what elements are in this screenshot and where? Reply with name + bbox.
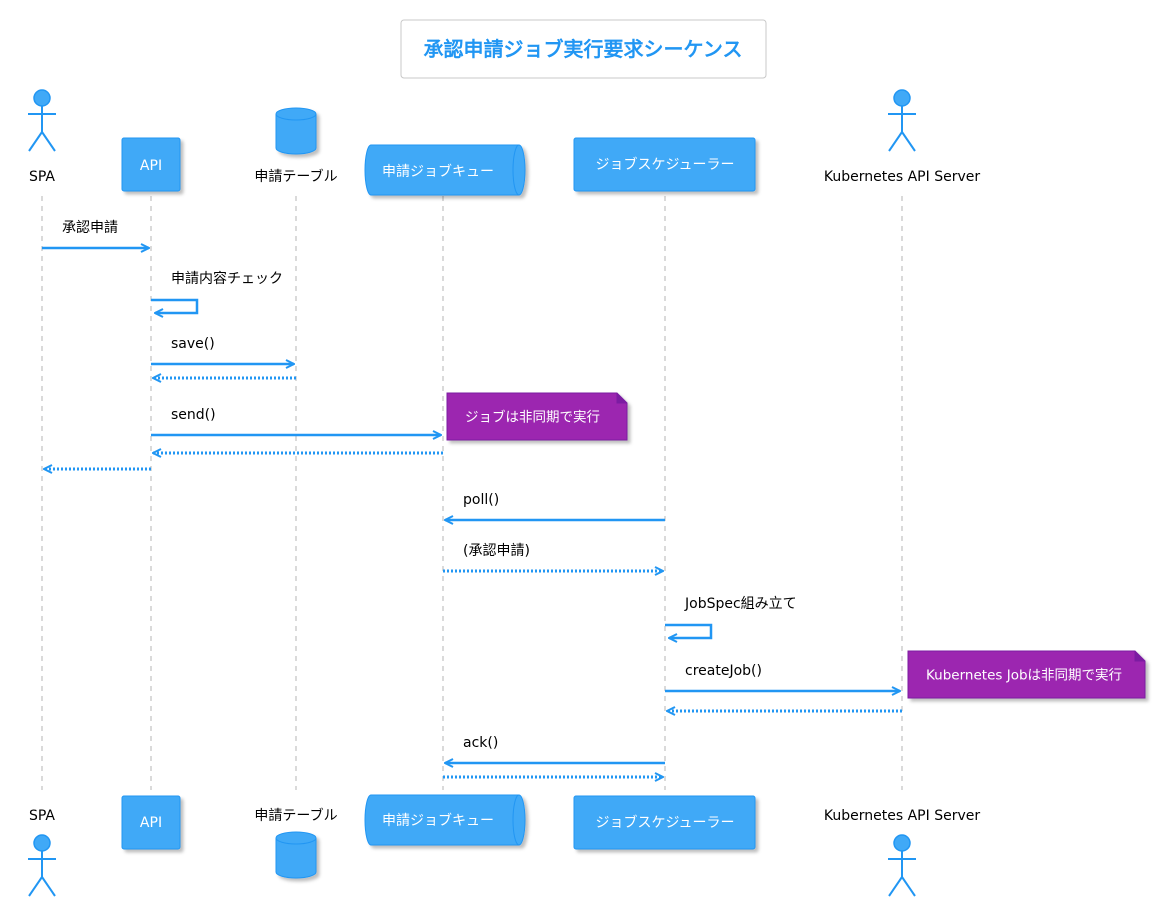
participant-api-label-bottom: API — [140, 815, 162, 831]
participants-bottom: SPA API 申請テーブル 申請ジョブキュー ジョブスケジューラー Kubernetes… — [28, 794, 980, 897]
actor-head — [893, 89, 911, 107]
note-fold — [616, 393, 627, 404]
participant-api-box-top — [121, 137, 181, 192]
message-msg-0: 承認申請 — [42, 220, 149, 248]
message-msg-1: 申請内容チェック — [151, 270, 283, 313]
message-save-2: save() — [151, 336, 294, 364]
message-label: save() — [171, 336, 215, 352]
message-ack-12: ack() — [445, 735, 665, 763]
note-fold — [1134, 651, 1145, 662]
participant-api-label-top: API — [140, 158, 162, 174]
participant-k8s-label-top: Kubernetes API Server — [824, 169, 980, 185]
participant-scheduler-box-bottom — [573, 795, 756, 850]
actor-right-leg — [41, 876, 56, 897]
message-label: 承認申請 — [62, 220, 118, 236]
note-async-job: ジョブは非同期で実行 — [446, 392, 628, 441]
message-label: poll() — [463, 492, 499, 508]
queue-end — [512, 144, 520, 196]
database-table-icon-bottom — [275, 831, 317, 879]
actor-left-leg — [888, 876, 903, 897]
database-top — [275, 831, 317, 845]
note-text: ジョブは非同期で実行 — [465, 409, 600, 426]
diagram-title: 承認申請ジョブ実行要求シーケンス — [424, 37, 743, 61]
diagram-title-box: 承認申請ジョブ実行要求シーケンス — [400, 19, 767, 79]
message-send-4: send() — [151, 407, 441, 435]
participants-top: SPA API 申請テーブル 申請ジョブキュー ジョブスケジューラー Kubernetes… — [28, 89, 980, 196]
message-self-arrow — [665, 623, 713, 638]
message-createjob-10: createJob() — [665, 663, 900, 691]
participant-scheduler-label-top: ジョブスケジューラー — [595, 156, 734, 173]
note-async-k8s-job: Kubernetes Jobは非同期で実行 — [907, 650, 1146, 699]
participant-scheduler-label-bottom: ジョブスケジューラー — [595, 814, 734, 831]
participant-spa-label-top: SPA — [29, 169, 55, 185]
queue-end — [512, 794, 520, 846]
message-label: JobSpec組み立て — [684, 596, 797, 612]
participant-api-box-bottom — [121, 795, 181, 850]
note-body — [446, 392, 628, 441]
actor-left-leg — [28, 131, 43, 152]
participant-scheduler-box-top — [573, 137, 756, 192]
actor-k8s-icon-top — [888, 89, 916, 152]
participant-queue-shape-bottom — [364, 794, 526, 846]
note-body — [907, 650, 1146, 699]
message-label: (承認申請) — [463, 543, 530, 559]
actor-right-leg — [41, 131, 56, 152]
participant-queue-label-top: 申請ジョブキュー — [382, 163, 494, 180]
participant-queue-label-bottom: 申請ジョブキュー — [382, 812, 494, 829]
message-self-arrow — [151, 298, 199, 313]
actor-right-leg — [901, 876, 916, 897]
participant-table-label-bottom: 申請テーブル — [254, 807, 337, 824]
actor-spa-icon-bottom — [28, 834, 56, 897]
message-jobspec-9: JobSpec組み立て — [665, 596, 797, 638]
participant-queue-shape-top — [364, 144, 526, 196]
message-label: send() — [171, 407, 216, 423]
actor-head — [33, 89, 51, 107]
actor-spa-icon-top — [28, 89, 56, 152]
database-body — [275, 114, 317, 155]
message-msg-8: (承認申請) — [443, 543, 663, 571]
message-poll-7: poll() — [445, 492, 665, 520]
actor-head — [893, 834, 911, 852]
database-table-icon-top — [275, 107, 317, 155]
participant-spa-label-bottom: SPA — [29, 808, 55, 824]
database-body — [275, 838, 317, 879]
participant-table-label-top: 申請テーブル — [254, 168, 337, 185]
actor-right-leg — [901, 131, 916, 152]
notes: ジョブは非同期で実行 Kubernetes Jobは非同期で実行 — [446, 392, 1146, 699]
actor-head — [33, 834, 51, 852]
database-top — [275, 107, 317, 121]
actor-left-leg — [28, 876, 43, 897]
participant-k8s-label-bottom: Kubernetes API Server — [824, 808, 980, 824]
message-label: 申請内容チェック — [171, 270, 283, 287]
note-text: Kubernetes Jobは非同期で実行 — [926, 668, 1122, 684]
message-label: createJob() — [685, 663, 762, 679]
actor-left-leg — [888, 131, 903, 152]
message-label: ack() — [463, 735, 498, 751]
actor-k8s-icon-bottom — [888, 834, 916, 897]
